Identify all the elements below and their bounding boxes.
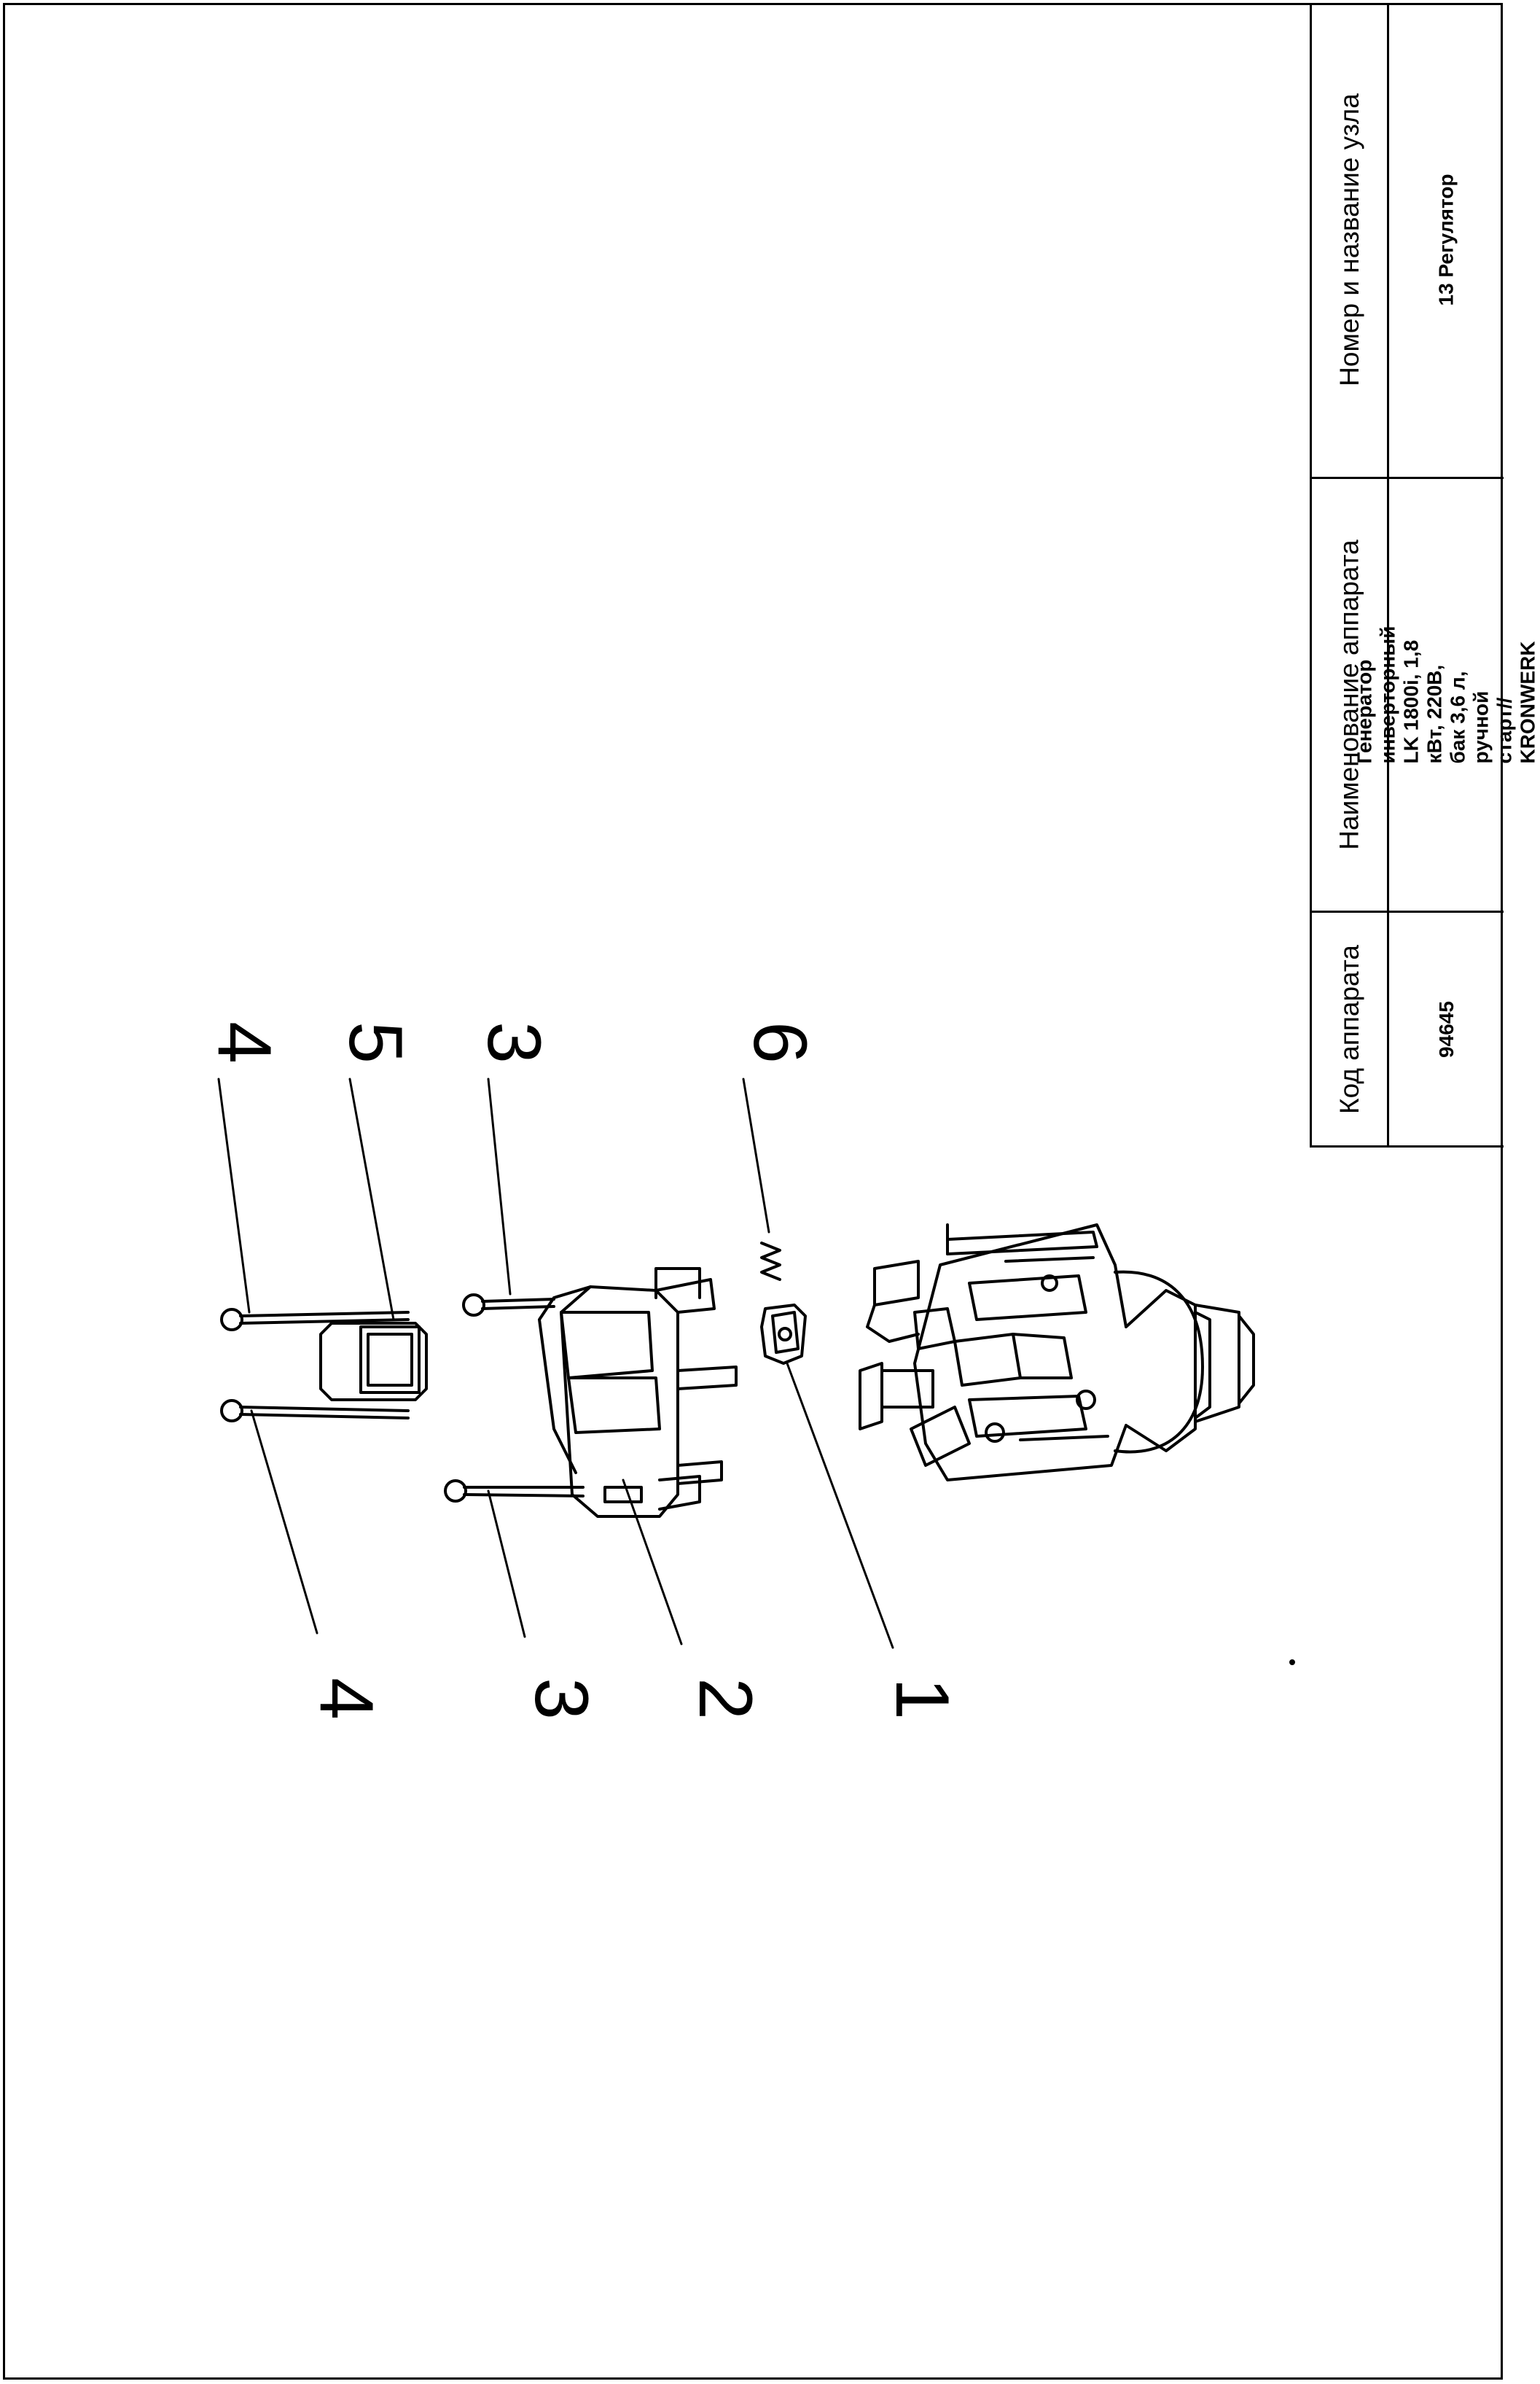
header-code-cell: Код аппарата bbox=[1312, 913, 1387, 1145]
value-code-cell: 94645 bbox=[1389, 913, 1504, 1145]
screw-3-bottom bbox=[444, 1479, 585, 1503]
callout-bottom-4: 1 bbox=[880, 1678, 964, 1720]
drawing-sheet-frame bbox=[3, 3, 1503, 2380]
header-code: Код аппарата bbox=[1334, 944, 1364, 1114]
value-unit: 13 Регулятор bbox=[1434, 174, 1458, 306]
screw-4-bottom bbox=[220, 1399, 410, 1422]
title-block: Номер и название узла Наименование аппар… bbox=[1310, 3, 1539, 1148]
value-name-cell: Генератор инверторный LK 1800i, 1,8 кВт,… bbox=[1353, 479, 1539, 911]
callout-top-1: 4 bbox=[202, 1021, 286, 1064]
exploded-parts-diagram: 4 5 3 6 4 3 2 1 bbox=[202, 1021, 1295, 1720]
title-block-row-divider bbox=[1312, 477, 1504, 479]
screw-4-top bbox=[220, 1308, 410, 1331]
callout-top-4: 6 bbox=[738, 1021, 822, 1064]
value-unit-cell: 13 Регулятор bbox=[1389, 3, 1504, 477]
part-5-block bbox=[319, 1322, 428, 1401]
callout-top-3: 3 bbox=[472, 1021, 556, 1064]
header-unit-cell: Номер и название узла bbox=[1312, 3, 1387, 477]
carburetor-body bbox=[859, 1223, 1255, 1481]
value-code: 94645 bbox=[1434, 1000, 1458, 1058]
leader-lines bbox=[217, 1078, 894, 1649]
part-6-spring bbox=[760, 1242, 781, 1281]
callout-bottom-3: 2 bbox=[683, 1678, 767, 1720]
callout-bottom-1: 4 bbox=[304, 1678, 388, 1720]
title-block-row-divider bbox=[1312, 911, 1504, 913]
callout-top-2: 5 bbox=[333, 1021, 418, 1064]
part-1-bracket bbox=[760, 1304, 807, 1365]
screw-3-top bbox=[462, 1293, 555, 1317]
title-block-column-divider bbox=[1387, 3, 1389, 1145]
header-unit: Номер и название узла bbox=[1334, 93, 1364, 386]
callout-bottom-2: 3 bbox=[519, 1678, 603, 1720]
part-2-housing bbox=[538, 1267, 738, 1518]
value-name: Генератор инверторный LK 1800i, 1,8 кВт,… bbox=[1353, 626, 1539, 764]
